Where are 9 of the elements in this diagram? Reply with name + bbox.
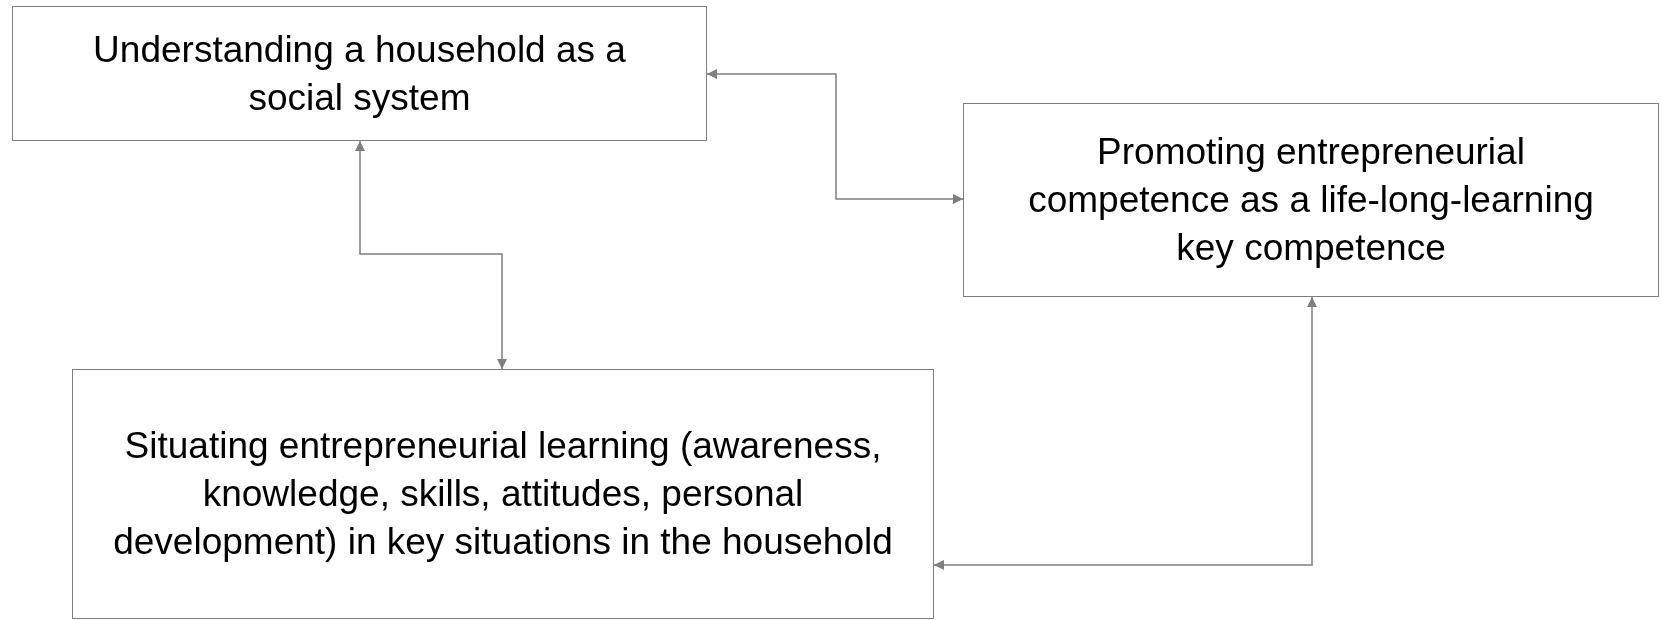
arrow (933, 296, 1317, 570)
process-box (12, 6, 707, 141)
arrow (355, 140, 507, 370)
process-box (963, 103, 1659, 297)
process-box (72, 369, 934, 619)
box-text: Situating entrepreneurial learning (awareness, knowledge, skills, attitudes, personal development) in key situations in the household (112, 424, 894, 564)
arrow (706, 69, 964, 204)
box-text: Promoting entrepreneurial competence as a life-long-learning key competence (1027, 130, 1595, 270)
box-text: Understanding a household as a social system (92, 27, 627, 120)
